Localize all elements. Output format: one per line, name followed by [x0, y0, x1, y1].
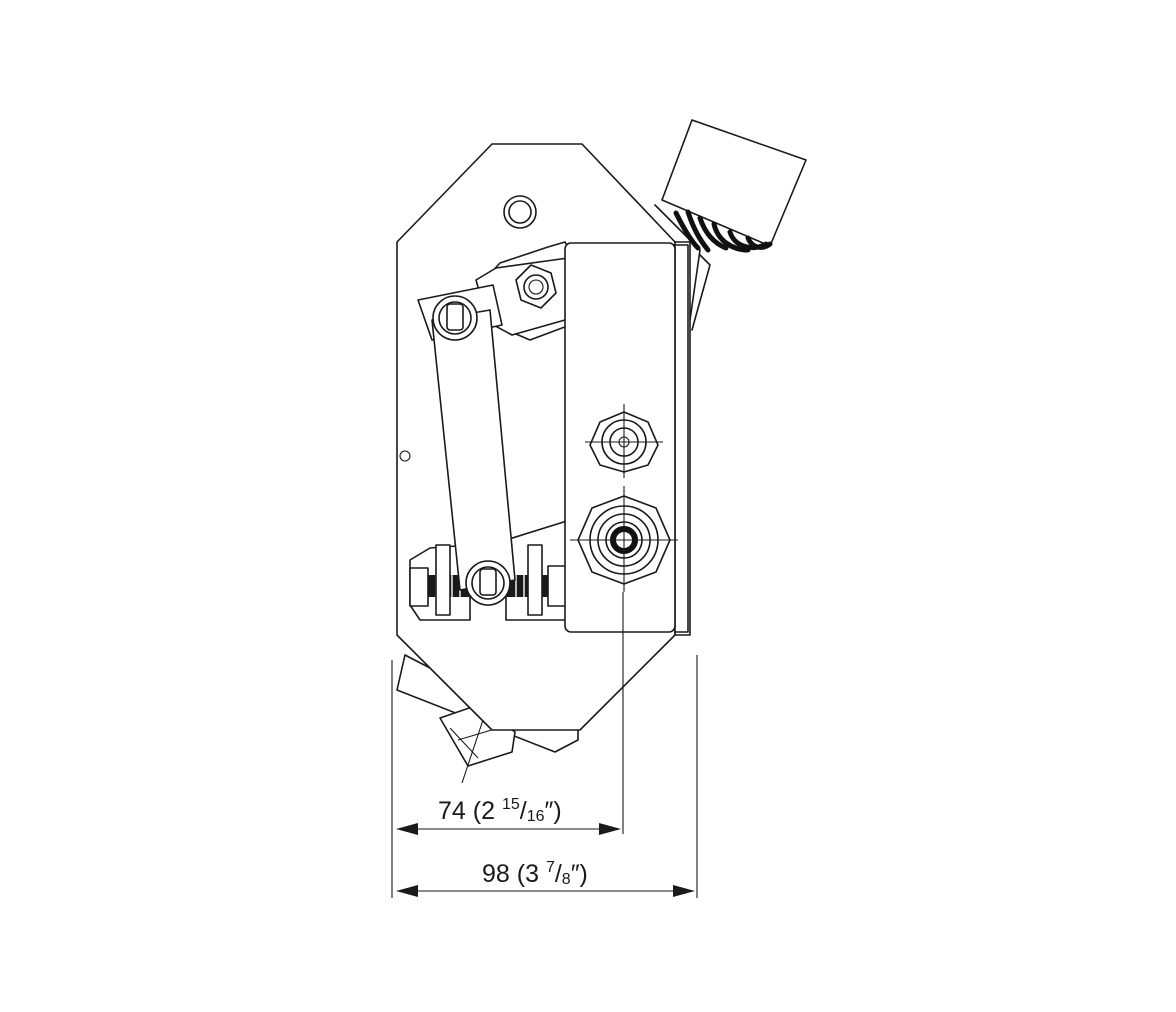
lever-arm — [417, 284, 516, 606]
wire-bundle — [673, 209, 773, 253]
plate-holes — [399, 195, 537, 462]
cover-side — [674, 244, 689, 633]
terminal-box — [654, 119, 807, 331]
dimension-98-label: 98 (3 7/8″) — [482, 859, 588, 888]
hex-nut-icon — [515, 264, 557, 309]
upper-port — [585, 404, 663, 478]
lower-port — [570, 486, 678, 592]
dimension-lines — [391, 592, 698, 898]
dimension-74-label: 74 (2 15/16″) — [438, 796, 562, 825]
